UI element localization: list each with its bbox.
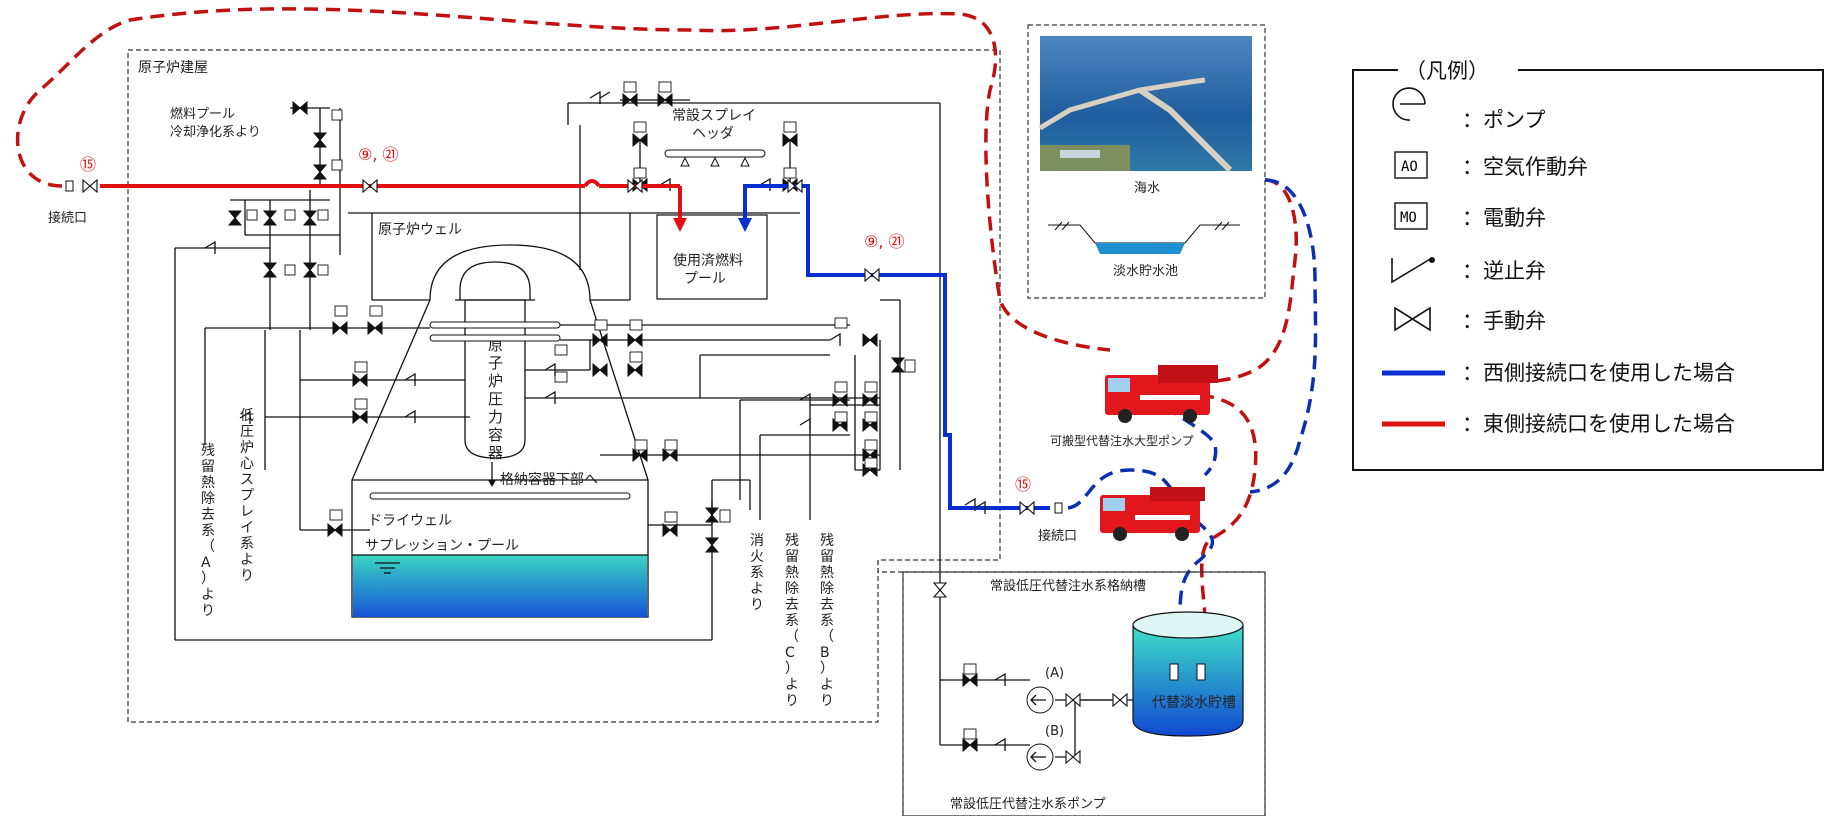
num-15-west: ⑮	[1015, 475, 1031, 494]
legend-pump: ：ポンプ	[1392, 87, 1545, 132]
piping	[174, 99, 1140, 758]
source-labels: 残留熱除去系（A）より 低圧炉心スプレイ系より 消火系より 残留熱除去系（C）よ…	[201, 408, 834, 709]
reactor-building-label: 原子炉建屋	[138, 60, 208, 76]
svg-text:MO: MO	[1400, 210, 1417, 226]
portable-pump-truck-small	[1100, 487, 1205, 541]
svg-text:可搬型代替注水大型ポンプ: 可搬型代替注水大型ポンプ	[1050, 433, 1194, 448]
alt-fresh-water-tank: 代替淡水貯槽	[1132, 611, 1244, 737]
valves	[204, 81, 1128, 764]
svg-text:代替淡水貯槽: 代替淡水貯槽	[1152, 695, 1236, 711]
svg-text:ヘッダ: ヘッダ	[692, 126, 734, 142]
reactor-well-label: 原子炉ウェル	[378, 222, 462, 238]
rpv-label: 原 子 炉 圧 力 容 器	[488, 336, 508, 462]
east-hose-tank	[1199, 393, 1258, 621]
water-source-box: 海水 淡水貯水池	[1027, 24, 1266, 299]
spray-header: 常設スプレイ ヘッダ	[664, 108, 766, 167]
rhr-c-label: 残留熱除去系（C）より	[785, 533, 799, 709]
svg-text:使用済燃料: 使用済燃料	[673, 252, 743, 269]
svg-text:(B): (B)	[1045, 724, 1064, 739]
reactor-pressure-vessel: 原 子 炉 圧 力 容 器	[455, 261, 535, 462]
svg-text:：西側接続口を使用した場合: ：西側接続口を使用した場合	[1462, 361, 1735, 385]
legend: （凡例） ：ポンプ AO ：空気作動弁 MO ：電動弁 ：逆止弁 ：手動弁 ：西…	[1352, 55, 1824, 471]
fire-label: 消火系より	[750, 533, 764, 613]
legend-manual-valve: ：手動弁	[1394, 306, 1546, 333]
svg-text:：東側接続口を使用した場合: ：東側接続口を使用した場合	[1462, 412, 1735, 436]
legend-east-line: ：東側接続口を使用した場合	[1382, 412, 1735, 436]
svg-text:燃料プール: 燃料プール	[170, 106, 235, 122]
rhr-a-label: 残留熱除去系（A）より	[201, 443, 215, 619]
connection-west-label: 接続口	[1038, 528, 1077, 544]
perm-pump-b: (B)	[1026, 724, 1064, 771]
lpcs-label: 低圧炉心スプレイ系より	[240, 408, 254, 584]
perm-pump-label: 常設低圧代替注水系ポンプ	[950, 796, 1106, 812]
west-hose-source	[1249, 178, 1318, 494]
connection-east-label: 接続口	[48, 210, 87, 226]
containment-vessel: ドライウェル サプレッション・プール	[351, 244, 649, 618]
svg-text:：電動弁: ：電動弁	[1462, 206, 1546, 230]
rhr-b-label: 残留熱除去系（B）より	[820, 533, 834, 709]
east-injection-line: ⑮ ⑨, ㉑ 接続口	[48, 145, 687, 232]
tank-room-box: 常設低圧代替注水系格納槽 常設低圧代替注水系ポンプ	[877, 560, 1266, 816]
svg-text:格納容器下部へ: 格納容器下部へ	[500, 471, 598, 488]
svg-text:プール: プール	[684, 271, 726, 287]
num-15-east: ⑮	[80, 155, 96, 174]
east-hose	[16, 7, 1111, 352]
legend-check-valve: ：逆止弁	[1391, 257, 1546, 284]
legend-mo-valve: MO ：電動弁	[1394, 202, 1546, 230]
num-9-21-east: ⑨, ㉑	[358, 145, 399, 164]
west-hose-tank	[1178, 518, 1215, 621]
svg-text:冷却浄化系より: 冷却浄化系より	[170, 125, 261, 140]
fuel-pool-cleanup-label: 燃料プール 冷却浄化系より	[170, 106, 261, 140]
svg-text:：空気作動弁: ：空気作動弁	[1462, 155, 1588, 179]
svg-text:(A): (A)	[1045, 666, 1064, 681]
drywell-label: ドライウェル	[368, 513, 452, 529]
svg-text:常設スプレイ: 常設スプレイ	[672, 108, 756, 124]
suppression-pool-label: サプレッション・プール	[365, 538, 519, 554]
seawater-label: 海水	[1134, 181, 1160, 196]
num-9-21-west: ⑨, ㉑	[864, 232, 905, 251]
reactor-well: 原子炉ウェル	[348, 212, 800, 301]
perm-pump-a: (A)	[1026, 666, 1064, 714]
west-hose	[1067, 468, 1181, 510]
west-injection-line: ⑨, ㉑ ⑮ 接続口	[738, 179, 1077, 544]
legend-title: （凡例）	[1405, 59, 1489, 83]
svg-text:：逆止弁: ：逆止弁	[1462, 259, 1546, 283]
portable-pump-truck-large: 可搬型代替注水大型ポンプ	[1050, 365, 1218, 448]
spent-fuel-pool: 使用済燃料 プール	[656, 214, 768, 300]
legend-ao-valve: AO ：空気作動弁	[1394, 151, 1588, 179]
legend-west-line: ：西側接続口を使用した場合	[1382, 361, 1735, 385]
freshwater-pond-label: 淡水貯水池	[1113, 264, 1178, 279]
east-hose-source	[1209, 178, 1298, 384]
lower-containment-label: 格納容器下部へ	[488, 462, 598, 488]
svg-text:AO: AO	[1401, 159, 1418, 175]
svg-text:：ポンプ: ：ポンプ	[1462, 108, 1545, 132]
svg-text:常設低圧代替注水系格納槽: 常設低圧代替注水系格納槽	[990, 578, 1146, 594]
svg-text:：手動弁: ：手動弁	[1462, 309, 1546, 333]
